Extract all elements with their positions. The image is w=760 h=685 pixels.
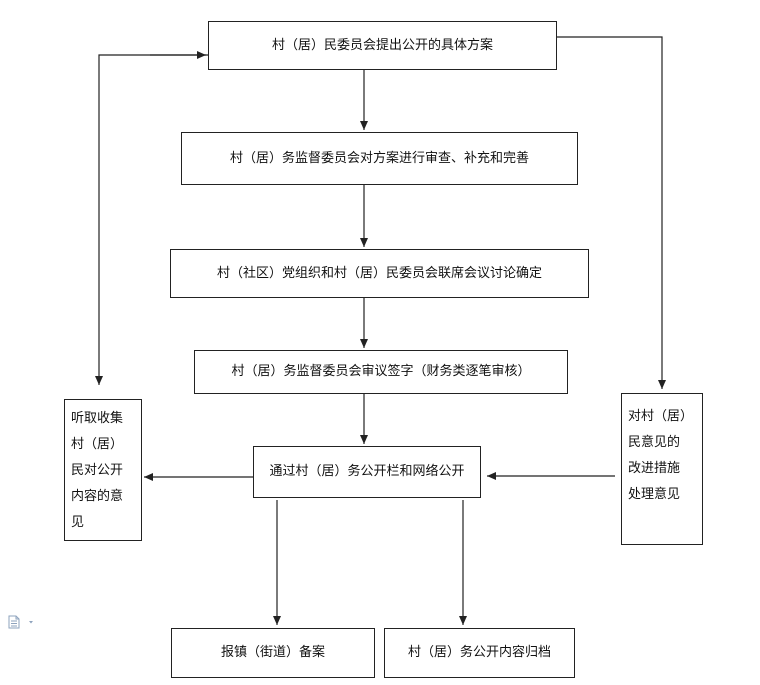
document-icon[interactable] [8,614,38,633]
chevron-down-icon [29,621,33,624]
node-review-sign: 村（居）务监督委员会审议签字（财务类逐笔审核） [194,350,568,394]
node-file-record: 报镇（街道）备案 [171,628,375,678]
node-propose-plan: 村（居）民委员会提出公开的具体方案 [208,21,557,70]
node-review-supplement-label: 村（居）务监督委员会对方案进行审查、补充和完善 [229,150,529,166]
node-improve-measures-line: 改进措施 [628,461,681,476]
node-file-record-label: 报镇（街道）备案 [220,645,325,661]
node-propose-plan-label: 村（居）民委员会提出公开的具体方案 [271,37,493,53]
node-improve-measures-line: 处理意见 [628,487,681,502]
node-joint-meeting: 村（社区）党组织和村（居）民委员会联席会议讨论确定 [170,249,589,298]
node-collect-opinions-line: 见 [71,515,85,530]
node-collect-opinions-line: 内容的意 [71,489,124,504]
node-joint-meeting-label: 村（社区）党组织和村（居）民委员会联席会议讨论确定 [216,265,542,281]
node-review-sign-label: 村（居）务监督委员会审议签字（财务类逐笔审核） [231,364,531,380]
node-archive: 村（居）务公开内容归档 [384,628,575,678]
arrow-n1-left [95,54,208,385]
node-collect-opinions-line: 村（居） [71,437,124,452]
arrow-n1-right [557,36,666,389]
node-collect-opinions-line: 民对公开 [71,463,124,478]
node-review-supplement: 村（居）务监督委员会对方案进行审查、补充和完善 [181,132,578,185]
node-archive-label: 村（居）务公开内容归档 [407,645,551,661]
node-improve-measures: 对村（居） 民意见的 改进措施 处理意见 [621,393,703,545]
node-collect-opinions: 听取收集 村（居） 民对公开 内容的意 见 [64,399,142,541]
node-improve-measures-line: 对村（居） [628,409,694,424]
node-collect-opinions-line: 听取收集 [71,411,124,426]
node-publish-label: 通过村（居）务公开栏和网络公开 [269,464,465,480]
node-improve-measures-line: 民意见的 [628,435,681,450]
node-publish: 通过村（居）务公开栏和网络公开 [253,446,481,498]
